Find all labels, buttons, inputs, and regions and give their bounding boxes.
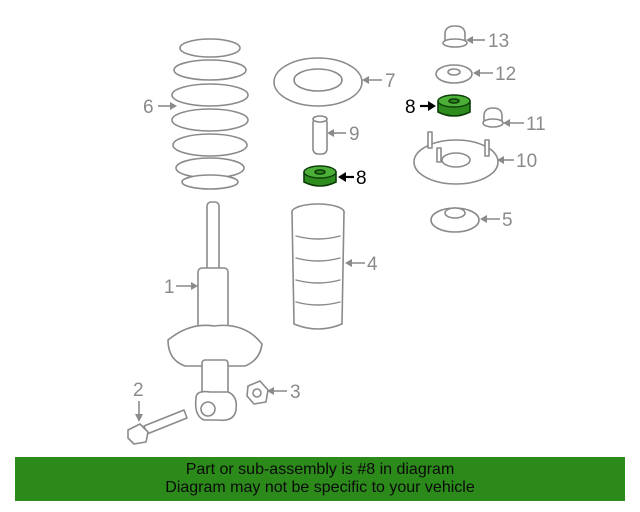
- spring-seat: [273, 57, 363, 107]
- bolt: [127, 409, 188, 445]
- callout-6: 6: [143, 97, 154, 118]
- banner-line-1: Part or sub-assembly is #8 in diagram: [185, 461, 455, 478]
- callout-10: 10: [516, 151, 537, 172]
- banner-line-2: Diagram may not be specific to your vehi…: [165, 479, 475, 496]
- strut-mount: [413, 131, 499, 185]
- callout-8-lower: 8: [356, 168, 367, 189]
- coil-spring: [171, 38, 249, 190]
- callout-5: 5: [502, 210, 513, 231]
- callout-9: 9: [349, 124, 360, 145]
- callout-12: 12: [495, 64, 516, 85]
- dust-boot: [291, 203, 345, 330]
- suspension-strut-exploded-diagram: 1 2 3 4 5 6 7 8 8 9 10 11 12 13: [127, 25, 546, 445]
- bearing-plate: [430, 207, 480, 233]
- callout-2: 2: [133, 380, 144, 401]
- callout-11: 11: [526, 114, 546, 135]
- bump-stop: [312, 115, 328, 155]
- callout-7: 7: [385, 71, 396, 92]
- dust-cap: [442, 25, 468, 48]
- callout-3: 3: [290, 382, 301, 403]
- washer: [435, 64, 473, 84]
- callout-1: 1: [164, 277, 175, 298]
- strut-assembly: [167, 201, 263, 422]
- highlighted-part-8-upper: [437, 94, 471, 117]
- info-banner: Part or sub-assembly is #8 in diagram Di…: [15, 457, 625, 501]
- callout-8-upper: 8: [405, 97, 416, 118]
- callout-arrows: [135, 36, 524, 422]
- mount-nut: [482, 107, 504, 128]
- callout-4: 4: [367, 254, 378, 275]
- nut: [246, 380, 269, 405]
- highlighted-part-8-lower: [303, 165, 337, 187]
- callout-13: 13: [488, 31, 509, 52]
